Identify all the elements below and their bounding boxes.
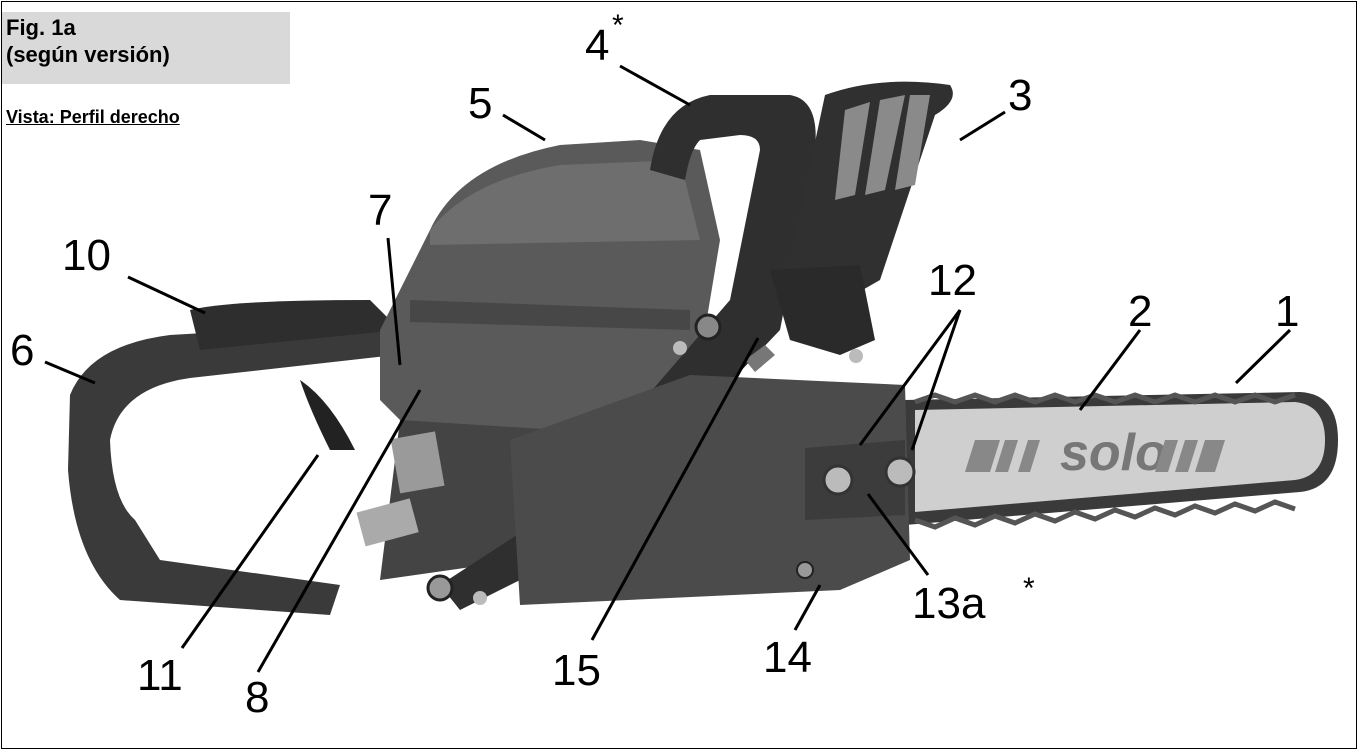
callout-10: 10: [62, 231, 111, 280]
hand-guard: [770, 81, 953, 355]
callout-13a-sup: *: [1023, 572, 1035, 605]
callout-4-sup: *: [612, 9, 624, 42]
leader-13a: [866, 493, 930, 576]
leader-12a: [858, 309, 962, 446]
leader-11: [180, 454, 320, 649]
bar-logo: solo: [1060, 424, 1167, 482]
leader-12b: [910, 309, 962, 451]
callout-5: 5: [468, 79, 492, 128]
callout-1: 1: [1275, 287, 1299, 336]
callout-7: 7: [368, 186, 392, 235]
callout-15: 15: [552, 646, 601, 695]
rear-handle: [68, 300, 400, 615]
sprocket-cover: [426, 313, 916, 605]
callout-12: 12: [928, 256, 977, 305]
callout-11: 11: [137, 651, 183, 700]
callout-4: 4: [585, 21, 609, 70]
leader-lines: [44, 64, 1292, 673]
callout-6: 6: [10, 326, 34, 375]
leader-7: [386, 237, 402, 366]
front-handle: [440, 95, 816, 610]
leader-15: [590, 337, 760, 641]
callout-14: 14: [763, 633, 812, 682]
leader-1: [1234, 328, 1292, 385]
callout-13a: 13a: [912, 579, 986, 628]
figure-title: Fig. 1a (según versión): [6, 15, 170, 67]
figure-caption-box: [2, 12, 290, 84]
leader-3: [959, 110, 1006, 142]
callout-3: 3: [1008, 71, 1032, 120]
leader-8: [256, 389, 422, 673]
leader-10: [127, 275, 206, 315]
leader-6: [44, 360, 96, 385]
leader-14: [793, 584, 822, 631]
leader-4: [619, 64, 691, 107]
callout-8: 8: [245, 673, 269, 722]
leader-2: [1078, 329, 1142, 411]
leader-5: [502, 113, 546, 142]
guide-bar: solo: [905, 392, 1338, 530]
figure-view-label: Vista: Perfil derecho: [6, 107, 180, 127]
callout-labels: 1 2 3 4 * 5 6 7 8 10 11 12 13a * 14 15: [10, 9, 1299, 722]
callout-2: 2: [1128, 287, 1152, 336]
